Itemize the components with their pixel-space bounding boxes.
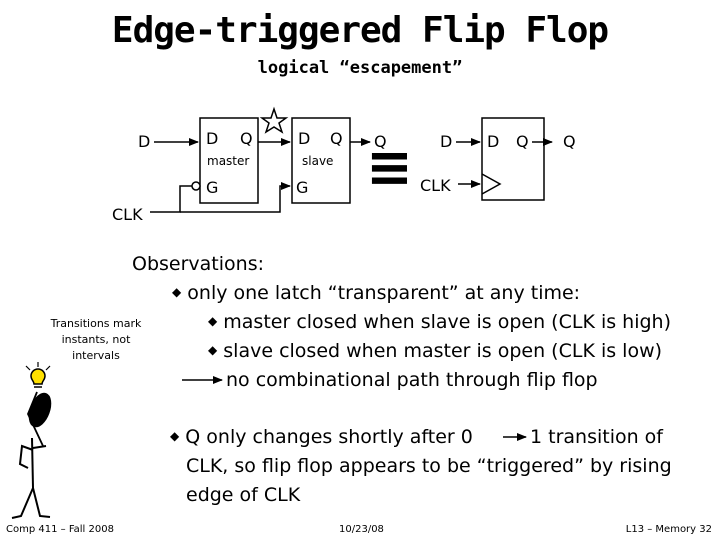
clk-master-wire (150, 185, 192, 213)
ff-clk-label: CLK (420, 176, 451, 195)
slave-latch-box (291, 117, 351, 204)
master-name-label: master (207, 154, 250, 168)
bullet-1: ◆ only one latch “transparent” at any ti… (172, 282, 580, 304)
stick-figure-illustration (11, 362, 52, 519)
side-note-line-1: Transitions mark (50, 317, 142, 330)
clk-input-label: CLK (112, 205, 143, 224)
bullet-2-line-1: ◆ Q only changes shortly after 0 (170, 426, 473, 448)
footer-course: Comp 411 – Fall 2008 (6, 524, 114, 535)
master-latch-box (199, 117, 259, 204)
equivalence-symbol: ≡ (366, 135, 413, 200)
slide-subtitle: logical “escapement” (257, 58, 463, 78)
ff-q-output-label: Q (563, 132, 576, 151)
side-note-line-3: intervals (72, 349, 120, 362)
ff-d-input-label: D (440, 132, 453, 151)
bullet-2-text-b: 1 transition of (530, 426, 663, 448)
observations-heading: Observations: (132, 253, 264, 275)
master-q-label: Q (240, 129, 253, 148)
q-output-label: Q (374, 132, 387, 151)
bullet-1a: ◆ master closed when slave is open (CLK … (208, 311, 671, 333)
bullet-1c-text: no combinational path through flip flop (226, 369, 598, 391)
master-d-label: D (206, 129, 219, 148)
clock-edge-triangle (481, 173, 502, 195)
master-g-label: G (206, 178, 219, 197)
bullet-1b-text: slave closed when master is open (CLK is… (223, 340, 663, 362)
flip-flop-box (481, 117, 545, 201)
bullet-icon: ◆ (172, 285, 182, 299)
bullet-2-text-a: Q only changes shortly after 0 (185, 426, 473, 448)
lightbulb-icon (30, 368, 46, 385)
footer-slide-number: L13 – Memory 32 (625, 524, 712, 535)
slave-d-label: D (298, 129, 311, 148)
bullet-icon: ◆ (208, 343, 218, 357)
ff-d-label: D (487, 132, 500, 151)
bullet-2-line-2: CLK, so flip flop appears to be “trigger… (186, 455, 672, 477)
side-note-line-2: instants, not (61, 333, 131, 346)
clk-slave-wire (180, 182, 291, 213)
bullet-1b: ◆ slave closed when master is open (CLK … (208, 340, 662, 362)
bullet-1a-text: master closed when slave is open (CLK is… (223, 311, 671, 333)
slide-title: Edge-triggered Flip Flop (111, 10, 609, 51)
bullet-icon: ◆ (208, 314, 218, 328)
side-note: Transitions mark instants, not intervals (40, 316, 152, 364)
slave-name-label: slave (302, 154, 334, 168)
d-input-label: D (138, 132, 151, 151)
star-icon (259, 106, 289, 134)
bullet-2-line-3: edge of CLK (186, 484, 301, 506)
footer-date: 10/23/08 (339, 524, 384, 535)
slave-q-label: Q (330, 129, 343, 148)
bullet-1-text: only one latch “transparent” at any time… (187, 282, 581, 304)
slave-g-label: G (296, 178, 309, 197)
bullet-icon: ◆ (170, 429, 180, 443)
ff-q-label: Q (516, 132, 529, 151)
inverter-bubble (191, 181, 201, 191)
